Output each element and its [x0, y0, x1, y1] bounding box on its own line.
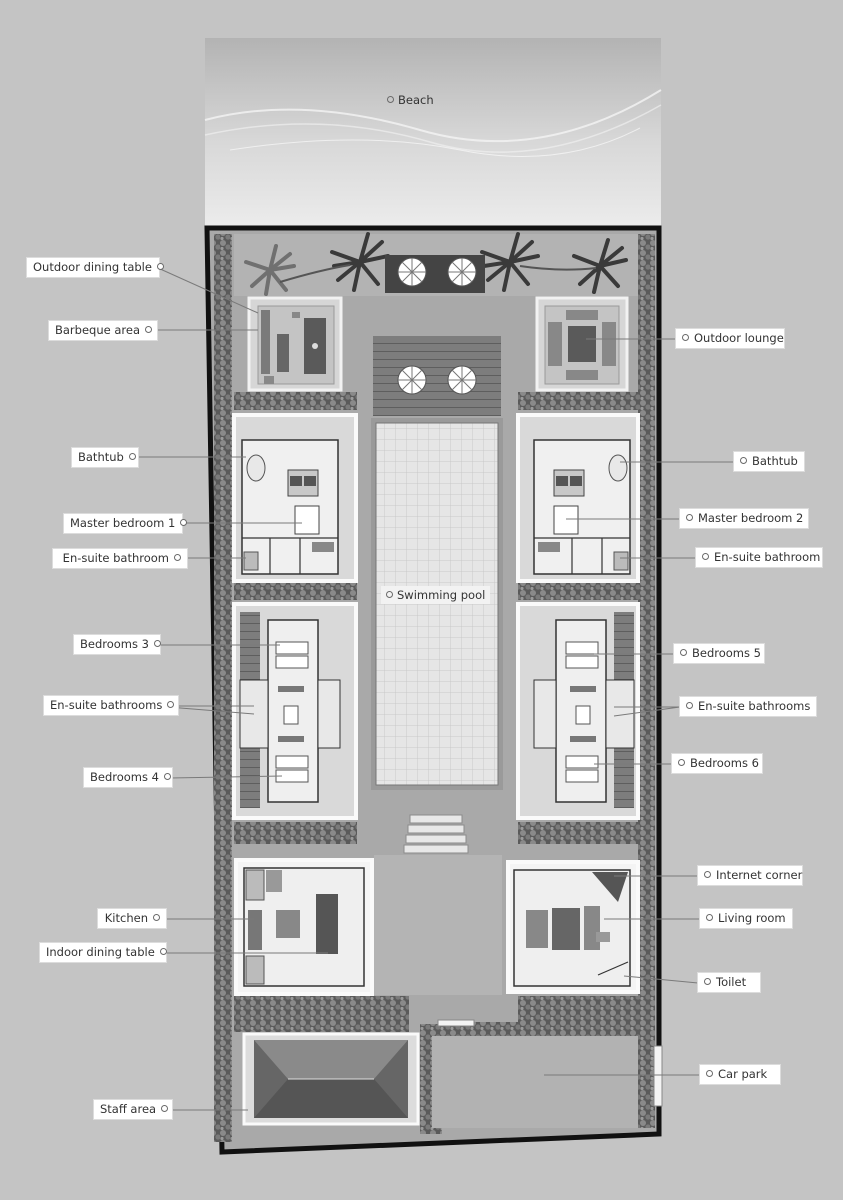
- hedge: [638, 234, 655, 1128]
- pool-deck: [373, 336, 501, 416]
- label-beach: Beach: [387, 93, 434, 107]
- hedge: [518, 822, 638, 844]
- label-ensuite-bathroom-right: En-suite bathroom: [696, 548, 822, 567]
- label-ensuite-bathrooms-left: En-suite bathrooms: [44, 696, 178, 715]
- label-bedrooms-5: Bedrooms 5: [674, 644, 764, 663]
- marker-icon: [704, 978, 711, 985]
- hedge: [234, 822, 357, 844]
- label-outdoor-lounge: Outdoor lounge: [676, 329, 784, 348]
- label-internet-corner: Internet corner: [698, 866, 802, 885]
- label-bedrooms-4: Bedrooms 4: [84, 768, 172, 787]
- label-staff-area: Staff area: [94, 1100, 172, 1119]
- label-car-park: Car park: [700, 1065, 780, 1084]
- hedge: [234, 996, 409, 1032]
- marker-icon: [682, 334, 689, 341]
- marker-icon: [680, 649, 687, 656]
- marker-icon: [167, 701, 175, 708]
- hedge: [234, 392, 357, 410]
- marker-icon: [163, 773, 171, 780]
- hedge: [442, 1022, 638, 1036]
- marker-icon: [174, 554, 181, 561]
- label-barbeque-area: Barbeque area: [49, 321, 157, 340]
- marker-icon: [702, 553, 709, 560]
- hedge: [518, 996, 638, 1022]
- leader-lines: [136, 267, 734, 1111]
- marker-icon: [180, 519, 188, 526]
- label-bedrooms-3: Bedrooms 3: [74, 635, 161, 654]
- hedge: [518, 392, 638, 410]
- marker-icon: [128, 453, 136, 460]
- hedge: [214, 234, 232, 1142]
- palm-trees: [244, 232, 628, 296]
- marker-icon: [740, 457, 747, 464]
- marker-icon: [686, 514, 693, 521]
- marker-icon: [686, 702, 693, 709]
- label-master-bedroom-1: Master bedroom 1: [64, 514, 188, 533]
- marker-icon: [706, 1070, 713, 1077]
- label-toilet: Toilet: [698, 973, 760, 992]
- marker-icon: [386, 591, 393, 598]
- label-bedrooms-6: Bedrooms 6: [672, 754, 762, 773]
- label-swimming-pool: Swimming pool: [381, 586, 491, 604]
- label-bathtub-left: Bathtub: [72, 448, 138, 467]
- marker-icon: [161, 1105, 169, 1112]
- car-park: [432, 1036, 638, 1128]
- label-outdoor-dining-table: Outdoor dining table: [27, 258, 164, 277]
- steps: [403, 814, 469, 854]
- marker-icon: [704, 871, 711, 878]
- marker-icon: [706, 914, 713, 921]
- marker-icon: [678, 759, 685, 766]
- marker-icon: [159, 948, 167, 955]
- marker-icon: [145, 326, 153, 333]
- label-living-room: Living room: [700, 909, 792, 928]
- marker-icon: [153, 640, 161, 647]
- marker-icon: [156, 263, 164, 270]
- label-kitchen: Kitchen: [98, 909, 166, 928]
- marker-icon: [153, 914, 160, 921]
- label-ensuite-bathroom-left: En-suite bathroom: [53, 549, 187, 568]
- label-ensuite-bathrooms-right: En-suite bathrooms: [680, 697, 816, 716]
- label-master-bedroom-2: Master bedroom 2: [680, 509, 808, 528]
- label-bathtub-right: Bathtub: [734, 452, 804, 471]
- marker-icon: [387, 96, 394, 103]
- label-indoor-dining-table: Indoor dining table: [40, 943, 167, 962]
- hedge: [518, 582, 638, 600]
- hedge: [234, 582, 357, 600]
